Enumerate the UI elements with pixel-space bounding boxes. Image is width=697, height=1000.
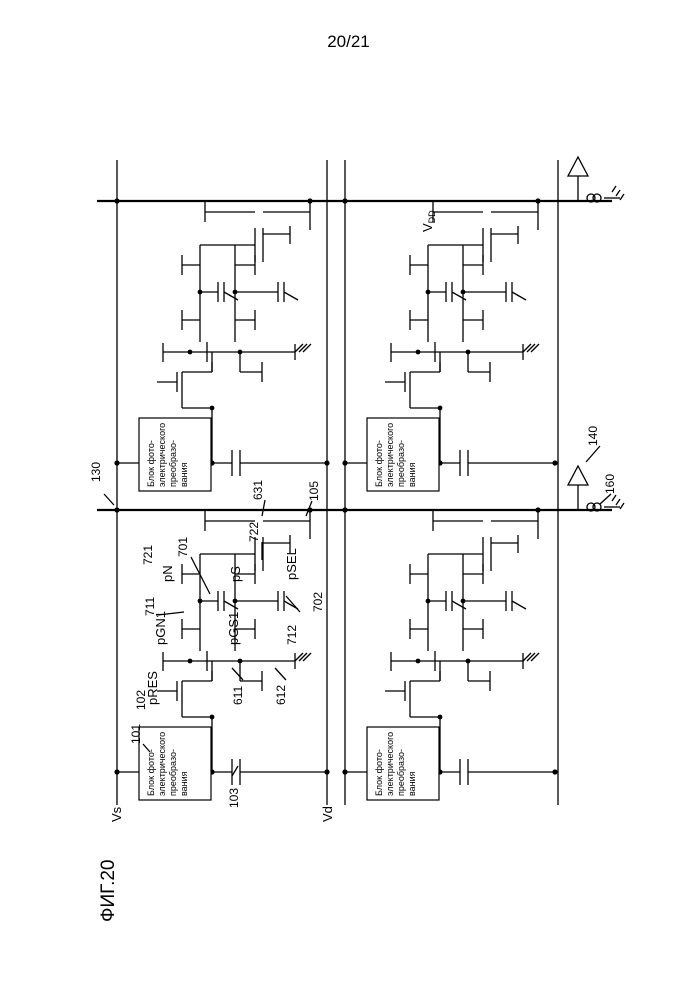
vd-label: Vd xyxy=(320,806,335,822)
svg-text:VDD: VDD xyxy=(420,210,437,232)
photoelectric-block-1: Блок фото- электрического преобразо- ван… xyxy=(139,727,211,800)
pn-label: pN xyxy=(160,565,175,582)
ref-701: 701 xyxy=(176,537,190,557)
ref-103: 103 xyxy=(227,788,241,808)
photoelectric-block-2: Блок фото- электрического преобразо- ван… xyxy=(139,418,211,491)
pgs1-label: pGS1 xyxy=(226,612,241,645)
svg-text:Блок фото-: Блок фото- xyxy=(374,749,384,796)
svg-text:Блок фото-: Блок фото- xyxy=(374,440,384,487)
svg-text:преобразо-: преобразо- xyxy=(396,749,406,796)
svg-text:преобразо-: преобразо- xyxy=(168,440,178,487)
svg-text:электрического: электрического xyxy=(385,423,395,487)
svg-text:вания: вания xyxy=(407,462,417,487)
ref-101: 101 xyxy=(129,724,143,744)
psel-label: pSEL xyxy=(284,548,299,580)
ref-611: 611 xyxy=(231,686,245,705)
ps-label: pS xyxy=(228,566,243,582)
svg-text:электрического: электрического xyxy=(157,423,167,487)
ref-130: 130 xyxy=(89,462,103,482)
ref-631: 631 xyxy=(251,480,265,500)
photoelectric-block-4: Блок фото- электрического преобразо- ван… xyxy=(367,418,439,491)
ref-721: 721 xyxy=(141,545,155,565)
svg-text:Блок фото-: Блок фото- xyxy=(146,440,156,487)
svg-text:электрического: электрического xyxy=(385,732,395,796)
svg-text:вания: вания xyxy=(407,771,417,796)
ref-160: 160 xyxy=(603,474,617,494)
vs-label: Vs xyxy=(109,806,124,822)
figure-label: ФИГ.20 xyxy=(98,860,119,922)
ref-711: 711 xyxy=(143,597,157,616)
svg-text:вания: вания xyxy=(179,462,189,487)
svg-text:вания: вания xyxy=(179,771,189,796)
svg-text:электрического: электрического xyxy=(157,732,167,796)
ref-140: 140 xyxy=(586,426,600,446)
svg-text:Блок фото-: Блок фото- xyxy=(146,749,156,796)
svg-text:преобразо-: преобразо- xyxy=(396,440,406,487)
ref-722: 722 xyxy=(247,522,261,542)
ref-712: 712 xyxy=(285,625,299,645)
svg-text:преобразо-: преобразо- xyxy=(168,749,178,796)
ref-102: 102 xyxy=(134,690,148,710)
column-amplifier-upper xyxy=(568,157,624,202)
ref-105: 105 xyxy=(307,481,321,501)
vdd-label: VDD xyxy=(420,210,437,232)
ref-612: 612 xyxy=(274,685,288,705)
photoelectric-block-3: Блок фото- электрического преобразо- ван… xyxy=(367,727,439,800)
ref-702: 702 xyxy=(311,592,325,612)
